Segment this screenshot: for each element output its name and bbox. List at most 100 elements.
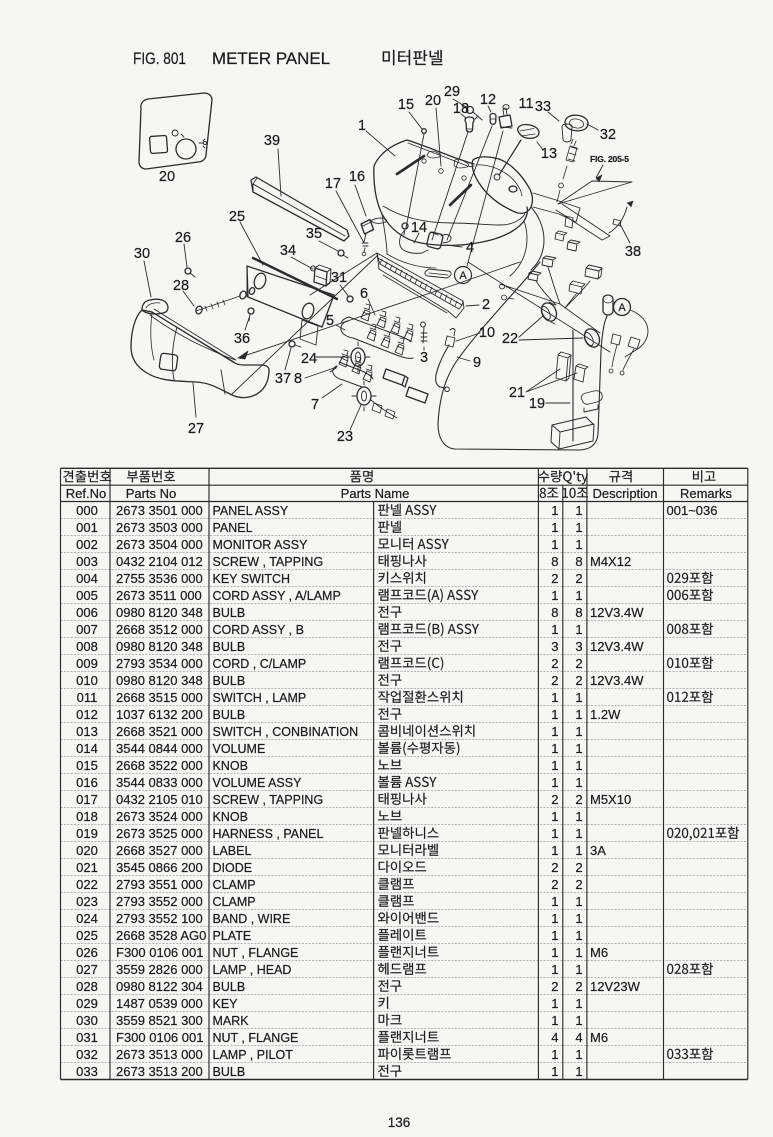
svg-text:2793 3552 100: 2793 3552 100	[116, 911, 203, 926]
svg-text:DIODE: DIODE	[213, 861, 253, 875]
svg-text:36: 36	[234, 331, 250, 347]
svg-text:1.2W: 1.2W	[590, 707, 621, 722]
svg-text:2673 3524 000: 2673 3524 000	[116, 809, 203, 824]
svg-text:1: 1	[551, 1064, 558, 1079]
svg-text:SCREW , TAPPING: SCREW , TAPPING	[213, 793, 324, 807]
svg-text:BULB: BULB	[213, 708, 246, 722]
svg-text:8: 8	[551, 554, 558, 569]
svg-text:KEY SWITCH: KEY SWITCH	[213, 572, 291, 586]
svg-text:1: 1	[551, 707, 558, 722]
svg-text:027: 027	[76, 962, 98, 977]
svg-text:SWITCH , CONBINATION: SWITCH , CONBINATION	[213, 725, 359, 739]
svg-text:1: 1	[551, 741, 558, 756]
svg-text:BULB: BULB	[213, 1065, 246, 1079]
svg-text:031: 031	[76, 1030, 98, 1045]
svg-text:028: 028	[76, 979, 98, 994]
svg-text:1: 1	[551, 537, 558, 552]
svg-text:2: 2	[551, 979, 558, 994]
svg-text:1: 1	[575, 809, 582, 824]
svg-text:0980 8120 348: 0980 8120 348	[116, 605, 203, 620]
svg-text:PANEL: PANEL	[213, 521, 253, 535]
svg-text:1: 1	[575, 690, 582, 705]
svg-text:018: 018	[76, 809, 98, 824]
svg-text:2673 3525 000: 2673 3525 000	[116, 826, 203, 841]
svg-text:1: 1	[575, 537, 582, 552]
svg-text:0980 8122 304: 0980 8122 304	[116, 979, 203, 994]
svg-text:0432 2104 012: 0432 2104 012	[116, 554, 203, 569]
svg-text:20: 20	[159, 169, 175, 185]
svg-text:007: 007	[76, 622, 98, 637]
svg-text:35: 35	[306, 226, 322, 242]
svg-text:39: 39	[264, 133, 280, 149]
svg-text:3545 0866 200: 3545 0866 200	[116, 860, 203, 875]
svg-text:004: 004	[76, 571, 98, 586]
svg-text:MARK: MARK	[213, 1014, 250, 1028]
svg-text:LAMP , HEAD: LAMP , HEAD	[213, 963, 292, 977]
svg-text:1: 1	[575, 945, 582, 960]
svg-text:1: 1	[358, 118, 366, 134]
svg-text:M6: M6	[590, 945, 608, 960]
svg-text:1: 1	[551, 775, 558, 790]
svg-text:2: 2	[575, 571, 582, 586]
svg-text:24: 24	[301, 351, 317, 367]
svg-text:2: 2	[551, 860, 558, 875]
svg-text:2673 3513 000: 2673 3513 000	[116, 1047, 203, 1062]
svg-text:1: 1	[551, 962, 558, 977]
svg-text:2673 3503 000: 2673 3503 000	[116, 520, 203, 535]
svg-text:1: 1	[551, 945, 558, 960]
svg-text:009: 009	[76, 656, 98, 671]
svg-text:12V3.4W: 12V3.4W	[590, 639, 644, 654]
svg-text:014: 014	[76, 741, 98, 756]
svg-text:1: 1	[551, 996, 558, 1011]
svg-text:1: 1	[551, 724, 558, 739]
svg-text:2: 2	[551, 877, 558, 892]
svg-text:3: 3	[420, 350, 428, 366]
svg-text:029: 029	[76, 996, 98, 1011]
svg-text:0432 2105 010: 0432 2105 010	[116, 792, 203, 807]
svg-text:BULB: BULB	[213, 674, 246, 688]
svg-text:3A: 3A	[590, 843, 606, 858]
svg-text:1: 1	[551, 928, 558, 943]
svg-text:3544 0844 000: 3544 0844 000	[116, 741, 203, 756]
svg-text:1: 1	[575, 962, 582, 977]
svg-text:1: 1	[551, 690, 558, 705]
svg-text:2668 3528 AG0: 2668 3528 AG0	[116, 928, 206, 943]
svg-text:SWITCH , LAMP: SWITCH , LAMP	[213, 691, 307, 705]
svg-text:1: 1	[551, 758, 558, 773]
svg-text:F300 0106 001: F300 0106 001	[116, 1030, 203, 1045]
svg-text:1: 1	[575, 911, 582, 926]
svg-text:1: 1	[575, 588, 582, 603]
svg-text:2668 3527 000: 2668 3527 000	[116, 843, 203, 858]
svg-text:1: 1	[551, 1013, 558, 1028]
svg-text:29: 29	[444, 84, 460, 100]
svg-text:LAMP , PILOT: LAMP , PILOT	[213, 1048, 294, 1062]
svg-text:2668 3521 000: 2668 3521 000	[116, 724, 203, 739]
svg-text:17: 17	[325, 176, 341, 192]
svg-text:37: 37	[275, 371, 291, 387]
svg-text:1: 1	[575, 894, 582, 909]
svg-text:1: 1	[575, 520, 582, 535]
svg-text:024: 024	[76, 911, 98, 926]
svg-text:2793 3552 000: 2793 3552 000	[116, 894, 203, 909]
svg-text:033: 033	[76, 1064, 98, 1079]
svg-text:1: 1	[551, 894, 558, 909]
svg-text:000: 000	[76, 503, 98, 518]
svg-text:28: 28	[173, 278, 189, 294]
svg-text:4: 4	[575, 1030, 582, 1045]
svg-text:2793 3551 000: 2793 3551 000	[116, 877, 203, 892]
svg-text:BULB: BULB	[213, 980, 246, 994]
svg-text:CORD , C/LAMP: CORD , C/LAMP	[213, 657, 307, 671]
svg-text:PANEL ASSY: PANEL ASSY	[213, 504, 289, 518]
svg-text:KEY: KEY	[213, 997, 239, 1011]
svg-text:3559 8521 300: 3559 8521 300	[116, 1013, 203, 1028]
svg-text:Parts Name: Parts Name	[341, 486, 410, 501]
svg-text:2: 2	[575, 656, 582, 671]
svg-text:3: 3	[575, 639, 582, 654]
svg-text:008: 008	[76, 639, 98, 654]
svg-text:8: 8	[551, 605, 558, 620]
svg-text:1: 1	[575, 741, 582, 756]
svg-text:016: 016	[76, 775, 98, 790]
svg-text:1: 1	[551, 622, 558, 637]
svg-text:013: 013	[76, 724, 98, 739]
svg-text:KNOB: KNOB	[213, 759, 248, 773]
